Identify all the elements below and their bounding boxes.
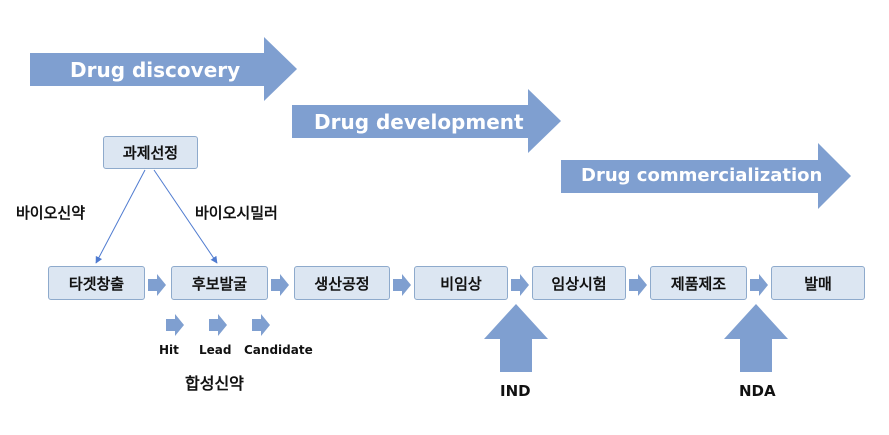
- step-box-manufacturing: 제품제조: [650, 266, 747, 300]
- step-box-production-process: 생산공정: [294, 266, 390, 300]
- step-label: 생산공정: [314, 274, 370, 293]
- phase-arrow-discovery: [30, 37, 297, 101]
- step-box-target: 타겟창출: [48, 266, 145, 300]
- sub-step-arrows: [166, 314, 270, 336]
- step-label: 비임상: [440, 274, 482, 293]
- task-selection-label: 과제선정: [122, 144, 179, 162]
- step-box-launch: 발매: [771, 266, 865, 300]
- milestone-arrow-ind: [484, 304, 548, 372]
- phase-label-discovery: Drug discovery: [70, 58, 241, 82]
- sub-step-arrow: [209, 314, 227, 336]
- phase-arrow-commercialization: [561, 143, 851, 209]
- sub-step-candidate: Candidate: [244, 343, 313, 357]
- branch-label-biosimilar: 바이오시밀러: [195, 204, 278, 222]
- sub-step-lead: Lead: [199, 343, 232, 357]
- phase-arrow-development: [292, 89, 561, 153]
- sub-step-hit: Hit: [159, 343, 179, 357]
- connector-arrow: [629, 274, 647, 296]
- step-label: 타겟창출: [68, 274, 125, 293]
- step-label: 발매: [804, 274, 832, 293]
- connector-arrow: [393, 274, 411, 296]
- step-box-clinical-trial: 임상시험: [532, 266, 626, 300]
- step-box-candidate-discovery: 후보발굴: [171, 266, 268, 300]
- step-box-preclinical: 비임상: [414, 266, 508, 300]
- sub-step-arrow: [166, 314, 184, 336]
- step-label: 제품제조: [670, 274, 727, 293]
- step-connectors: [148, 274, 768, 296]
- step-label: 임상시험: [551, 274, 607, 293]
- task-selection-box: 과제선정: [103, 136, 198, 169]
- milestone-label-ind: IND: [500, 382, 531, 400]
- connector-arrow: [271, 274, 289, 296]
- sub-step-arrow: [252, 314, 270, 336]
- connector-arrow: [750, 274, 768, 296]
- phase-label-development: Drug development: [314, 110, 524, 134]
- branch-line-left: [95, 169, 146, 264]
- connector-arrow: [148, 274, 166, 296]
- milestone-arrow-nda: [724, 304, 788, 372]
- branch-label-biologic: 바이오신약: [16, 204, 86, 222]
- branch-line-right: [153, 169, 218, 264]
- sub-group-label: 합성신약: [185, 374, 244, 393]
- milestone-label-nda: NDA: [739, 382, 776, 400]
- phase-label-commercialization: Drug commercialization: [581, 165, 823, 186]
- step-label: 후보발굴: [191, 274, 248, 293]
- connector-arrow: [511, 274, 529, 296]
